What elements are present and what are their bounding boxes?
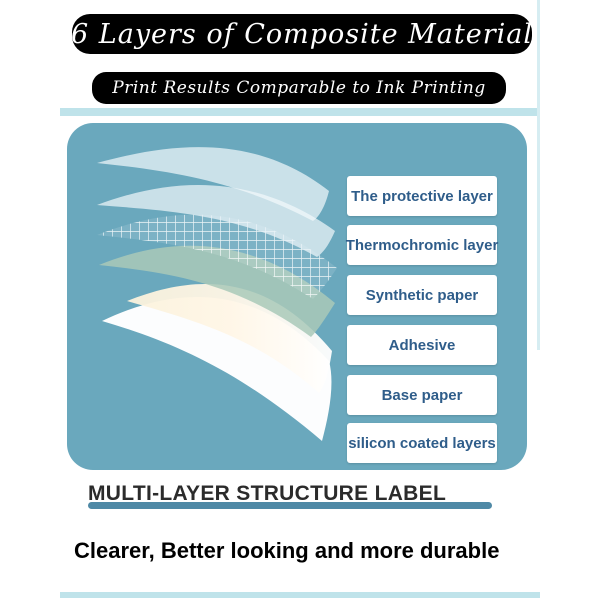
subtitle-text: Print Results Comparable to Ink Printing	[112, 78, 486, 98]
layer-label-base-paper: Base paper	[347, 375, 497, 415]
protective-sheet	[97, 147, 329, 221]
layer-label-protective: The protective layer	[347, 176, 497, 216]
subtitle-banner: Print Results Comparable to Ink Printing	[92, 72, 506, 104]
top-frame-strip	[60, 108, 540, 116]
layer-label-silicon-coated: silicon coated layers	[347, 423, 497, 463]
layer-label-text: Adhesive	[388, 336, 456, 354]
layer-label-adhesive: Adhesive	[347, 325, 497, 365]
right-frame-strip	[537, 0, 540, 350]
layer-label-text: Synthetic paper	[365, 286, 479, 304]
layer-label-synthetic-paper: Synthetic paper	[347, 275, 497, 315]
layer-label-text: Base paper	[381, 386, 463, 404]
headline-text: 6 Layers of Composite Material	[71, 18, 533, 50]
layer-label-thermochromic: Thermochromic layer	[345, 225, 499, 265]
structure-title: MULTI-LAYER STRUCTURE LABEL	[88, 482, 447, 505]
layer-label-text: Thermochromic layer	[345, 236, 499, 254]
bottom-frame-strip	[60, 592, 540, 598]
layer-label-text: The protective layer	[351, 187, 493, 205]
structure-title-underline	[88, 502, 492, 509]
tagline: Clearer, Better looking and more durable	[74, 538, 500, 563]
layer-stack-illustration	[97, 147, 337, 441]
layer-label-text: silicon coated layers	[348, 434, 496, 452]
headline-banner: 6 Layers of Composite Material	[71, 14, 533, 54]
